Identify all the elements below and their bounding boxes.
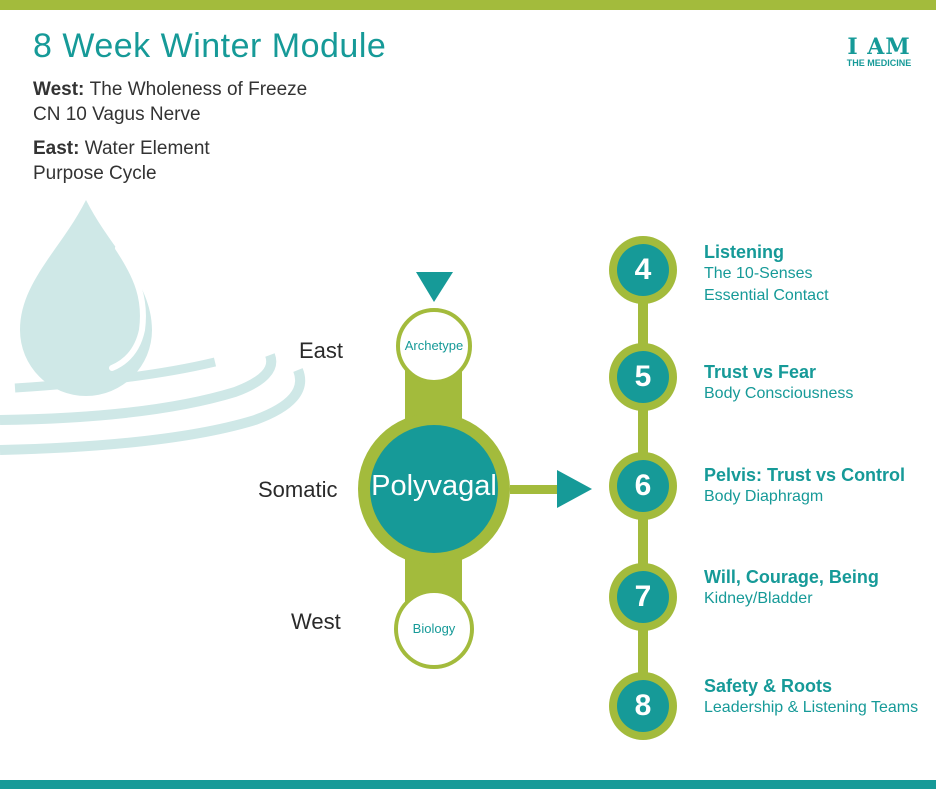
- down-arrow-icon: [416, 272, 453, 302]
- archetype-label: Archetype: [404, 338, 464, 353]
- west-label: West:: [33, 79, 85, 100]
- step-item: Will, Courage, Being Kidney/Bladder: [704, 566, 879, 610]
- step-desc: Body Consciousness: [704, 385, 854, 402]
- step-number: 6: [634, 469, 652, 502]
- step-title: Listening: [704, 242, 784, 262]
- step-title: Pelvis: Trust vs Control: [704, 465, 906, 485]
- water-drop-icon: [0, 200, 306, 455]
- east-text: Water Element: [84, 138, 210, 159]
- arrow-shaft: [510, 485, 560, 494]
- step-desc: The 10-Senses: [704, 265, 813, 282]
- step-desc: Body Diaphragm: [704, 488, 824, 505]
- east-label: East:: [33, 138, 80, 159]
- logo: I AM THE MEDICINE: [842, 36, 916, 69]
- step-item: Pelvis: Trust vs Control Body Diaphragm: [704, 464, 905, 508]
- step-number: 7: [634, 580, 652, 613]
- side-label-east: East: [299, 338, 344, 363]
- step-number: 5: [634, 360, 652, 393]
- step-item: Listening The 10-Senses Essential Contac…: [704, 241, 829, 307]
- page-title: 8 Week Winter Module: [33, 27, 387, 65]
- step-title: Will, Courage, Being: [704, 567, 879, 587]
- step-number: 4: [634, 253, 652, 286]
- step-desc: Leadership & Listening Teams: [704, 699, 919, 716]
- step-title: Safety & Roots: [704, 676, 833, 696]
- logo-main-text: I AM: [847, 34, 911, 60]
- east-line2: Purpose Cycle: [33, 163, 157, 184]
- bottom-accent-bar: [0, 780, 936, 789]
- west-line2: CN 10 Vagus Nerve: [33, 104, 201, 125]
- polyvagal-circle: [370, 425, 498, 553]
- step-item: Safety & Roots Leadership & Listening Te…: [704, 675, 918, 719]
- right-arrow-icon: [557, 470, 592, 508]
- east-info: East: Water Element Purpose Cycle: [33, 136, 210, 186]
- polyvagal-label: Polyvagal: [371, 470, 497, 502]
- archetype-circle: [396, 308, 472, 384]
- west-info: West: The Wholeness of Freeze CN 10 Vagu…: [33, 77, 307, 127]
- step-number: 8: [634, 689, 652, 722]
- step-title: Trust vs Fear: [704, 362, 817, 382]
- step-desc: Essential Contact: [704, 287, 829, 304]
- step-item: Trust vs Fear Body Consciousness: [704, 361, 853, 405]
- top-accent-bar: [0, 0, 936, 10]
- west-text: The Wholeness of Freeze: [89, 79, 308, 100]
- side-label-somatic: Somatic: [258, 477, 338, 502]
- logo-sub-text: THE MEDICINE: [846, 58, 912, 68]
- side-label-west: West: [291, 609, 341, 634]
- step-circles: [609, 236, 677, 740]
- biology-label: Biology: [412, 621, 456, 636]
- biology-circle: [394, 589, 474, 669]
- step-desc: Kidney/Bladder: [704, 590, 813, 607]
